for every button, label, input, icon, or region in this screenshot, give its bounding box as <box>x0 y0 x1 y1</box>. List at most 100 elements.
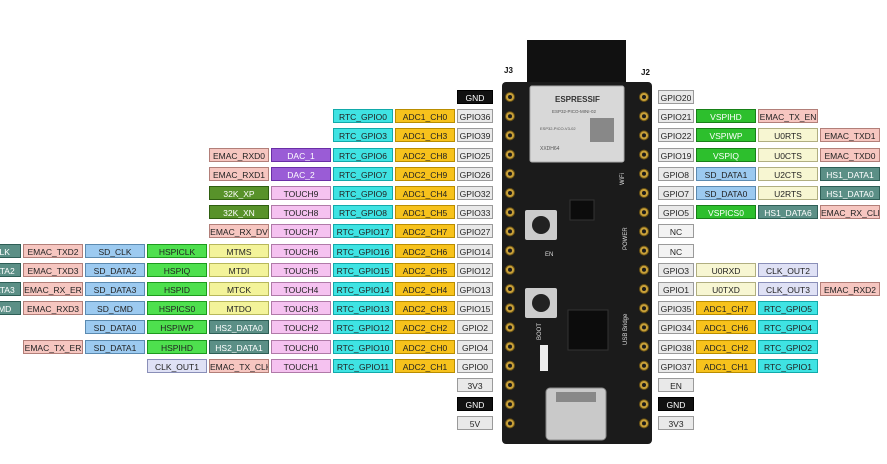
left-pin-label-sd: SD_DATA3 <box>85 282 145 296</box>
left-pin-label-touch: TOUCH6 <box>271 243 331 258</box>
header-pin-hole <box>642 133 646 138</box>
right-pin-label-rtc: RTC_GPIO2 <box>758 339 818 354</box>
right-pin-label-nc: NC <box>658 224 694 239</box>
left-pin-label-rtc: RTC_GPIO9 <box>333 186 393 200</box>
left-pin-label-hs2: HS2_DATA1 <box>209 339 269 354</box>
right-pin-label-gpio: GPIO21 <box>658 109 694 124</box>
header-pin-hole <box>508 95 512 99</box>
right-pin-label-gpio: GPIO19 <box>658 147 694 162</box>
left-pin-label-mtx: MTMS <box>209 243 269 258</box>
header-j3-label: J3 <box>504 66 513 75</box>
left-pin-label-rtc: RTC_GPIO3 <box>333 128 393 143</box>
usb-bridge-chip <box>567 309 609 351</box>
left-pin-label-gpio: GPIO13 <box>457 282 493 296</box>
left-pin-label-adc: ADC2_CH2 <box>395 320 455 335</box>
left-pin-label-gpio: GPIO26 <box>457 166 493 181</box>
left-pin-label-gpio: GPIO4 <box>457 339 493 354</box>
left-pin-label-rtc: RTC_GPIO17 <box>333 224 393 239</box>
left-pin-label-emac: EMAC_RXD3 <box>23 301 83 316</box>
header-pin-hole <box>508 306 512 311</box>
header-pin-hole <box>642 306 646 311</box>
left-pin-label-adc: ADC2_CH0 <box>395 339 455 354</box>
left-pin-label-touch: TOUCH3 <box>271 301 331 316</box>
left-pin-label-touch: TOUCH9 <box>271 186 331 200</box>
left-pin-label-adc: ADC2_CH9 <box>395 166 455 181</box>
board-usb-label: USB Bridge <box>623 313 629 345</box>
right-pin-label-gpio: GPIO35 <box>658 301 694 316</box>
left-pin-label-rtc: RTC_GPIO6 <box>333 147 393 162</box>
left-pin-label-adc: ADC1_CH3 <box>395 128 455 143</box>
right-pin-label-gpio: GPIO1 <box>658 282 694 296</box>
left-pin-label-rtc: RTC_GPIO15 <box>333 262 393 277</box>
qr-code <box>590 118 614 142</box>
header-pin-hole <box>508 325 512 330</box>
left-pin-label-rtc: RTC_GPIO13 <box>333 301 393 316</box>
left-pin-label-hs2: HS2_CLK <box>0 243 21 258</box>
left-pin-label-hs2: HS2_DATA3 <box>0 282 21 296</box>
header-pin-hole <box>508 267 512 272</box>
left-pin-label-emac: EMAC_RXD1 <box>209 166 269 181</box>
left-pin-label-xtal: 32K_XP <box>209 186 269 200</box>
left-pin-label-gpio: GPIO36 <box>457 109 493 124</box>
right-pin-label-uart: U0TXD <box>696 282 756 296</box>
left-pin-label-rtc: RTC_GPIO12 <box>333 320 393 335</box>
right-pin-label-adc: ADC1_CH1 <box>696 358 756 373</box>
left-pin-label-hspi: HSPIQ <box>147 262 207 277</box>
antenna-area <box>527 40 626 90</box>
right-pin-label-gpio: GPIO8 <box>658 166 694 181</box>
right-pin-label-vspi: VSPIHD <box>696 109 756 124</box>
header-pin-hole <box>642 210 646 215</box>
left-pin-label-rtc: RTC_GPIO11 <box>333 358 393 373</box>
left-pin-label-touch: TOUCH4 <box>271 282 331 296</box>
left-pin-label-sd: SD_DATA0 <box>85 320 145 335</box>
left-pin-label-sd: SD_CMD <box>85 301 145 316</box>
left-pin-label-rtc: RTC_GPIO14 <box>333 282 393 296</box>
left-pin-label-clk: CLK_OUT1 <box>147 358 207 373</box>
header-pin-hole <box>508 210 512 215</box>
right-pin-label-gpio: GPIO34 <box>658 320 694 335</box>
right-pin-label-clk: CLK_OUT3 <box>758 282 818 296</box>
header-pin-hole <box>642 421 646 426</box>
left-pin-label-touch: TOUCH5 <box>271 262 331 277</box>
header-pin-hole <box>508 152 512 157</box>
right-pin-label-gpio: GPIO5 <box>658 205 694 220</box>
left-pin-label-mtx: MTDI <box>209 262 269 277</box>
right-pin-header <box>639 92 649 429</box>
left-pin-label-adc: ADC2_CH3 <box>395 301 455 316</box>
left-pin-label-adc: ADC1_CH0 <box>395 109 455 124</box>
left-pin-label-gpio: GPIO27 <box>457 224 493 239</box>
right-pin-label-gpio: GPIO37 <box>658 358 694 373</box>
left-pin-label-emac: EMAC_RX_ER <box>23 282 83 296</box>
left-pin-label-rtc: RTC_GPIO16 <box>333 243 393 258</box>
left-pin-label-xtal: 32K_XN <box>209 205 269 220</box>
left-pin-label-adc: ADC2_CH1 <box>395 358 455 373</box>
header-pin-hole <box>508 171 512 176</box>
left-pin-label-gpio: GPIO15 <box>457 301 493 316</box>
right-pin-label-gpio: GPIO20 <box>658 90 694 104</box>
left-pin-label-adc: ADC1_CH5 <box>395 205 455 220</box>
left-pin-label-mtx: MTDO <box>209 301 269 316</box>
board-power-label: POWER <box>623 227 629 250</box>
header-pin-hole <box>642 267 646 272</box>
module-line2: XXDH64 <box>540 146 560 152</box>
header-pin-hole <box>508 287 512 291</box>
header-pin-hole <box>642 229 646 234</box>
right-pin-label-rtc: RTC_GPIO1 <box>758 358 818 373</box>
right-pin-label-adc: ADC1_CH6 <box>696 320 756 335</box>
left-pin-label-gpio: GPIO12 <box>457 262 493 277</box>
header-pin-hole <box>508 114 512 119</box>
module-brand: ESPRESSIF <box>555 95 600 104</box>
right-pin-label-pow: 3V3 <box>658 416 694 431</box>
header-pin-hole <box>642 95 646 99</box>
right-pin-label-rtc: RTC_GPIO5 <box>758 301 818 316</box>
left-pin-label-hspi: HSPICS0 <box>147 301 207 316</box>
right-pin-label-gpio: GPIO3 <box>658 262 694 277</box>
header-pin-hole <box>508 248 512 253</box>
right-pin-label-emac: EMAC_TXD0 <box>820 147 880 162</box>
right-pin-label-rtc: RTC_GPIO4 <box>758 320 818 335</box>
left-pin-label-hspi: HSPIHD <box>147 339 207 354</box>
right-pin-label-emac: EMAC_TXD1 <box>820 128 880 143</box>
left-pin-label-hs2: HS2_DATA2 <box>0 262 21 277</box>
right-pin-label-vspi: VSPIWP <box>696 128 756 143</box>
